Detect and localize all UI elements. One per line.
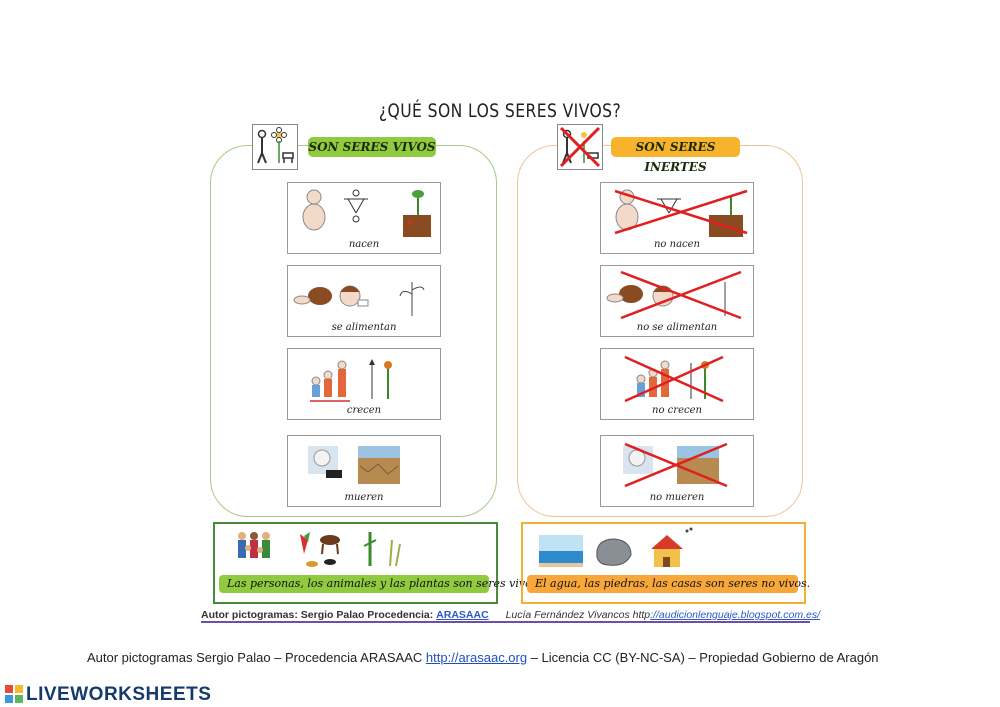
card-crecen: crecen: [287, 348, 441, 420]
red-cross-icon: [614, 189, 748, 235]
arasaac-url-link[interactable]: http://arasaac.org: [425, 650, 528, 665]
people-animals-plants-pictogram: [238, 532, 401, 567]
birth-pictogram: [302, 189, 431, 237]
license-footer: Autor pictogramas Sergio Palao – Procede…: [87, 650, 879, 665]
living-examples-caption: Las personas, los animales y las plantas…: [219, 575, 541, 593]
author-label: Autor pictogramas: Sergio Palao Proceden…: [201, 609, 434, 621]
card-label: crecen: [346, 405, 382, 416]
brand-name: LIVEWORKSHEETS: [26, 684, 212, 705]
feeding-pictogram: [293, 282, 425, 316]
card-no-nacen: no nacen: [600, 182, 754, 254]
inert-beings-icon: [557, 124, 603, 170]
card-no-crecen: no crecen: [600, 348, 754, 420]
card-nacen: nacen: [287, 182, 441, 254]
card-label: se alimentan: [331, 322, 397, 333]
death-pictogram: [308, 446, 400, 484]
card-no-mueren: no mueren: [600, 435, 754, 507]
arasaac-link[interactable]: ARASAAC: [436, 609, 489, 621]
card-label: no crecen: [652, 405, 702, 416]
card-label: nacen: [348, 239, 380, 250]
card-se-alimentan: se alimentan: [287, 265, 441, 337]
card-label: no nacen: [653, 239, 700, 250]
living-beings-icon: [252, 124, 298, 170]
card-mueren: mueren: [287, 435, 441, 507]
growth-pictogram: [310, 359, 392, 402]
inert-beings-header: SON SERES INERTES: [611, 137, 740, 174]
card-no-se-alimentan: no se alimentan: [600, 265, 754, 337]
red-cross-icon: [624, 355, 724, 403]
page-title: ¿QUÉ SON LOS SERES VIVOS?: [378, 100, 622, 122]
footer-text-before: Autor pictogramas Sergio Palao – Procede…: [87, 650, 423, 665]
living-beings-header: SON SERES VIVOS: [308, 137, 436, 157]
card-label: no se alimentan: [636, 322, 718, 333]
red-cross-icon: [624, 442, 728, 488]
liveworksheets-logo-icon: [5, 685, 23, 703]
pictogram-credits: Autor pictogramas: Sergio Palao Proceden…: [201, 609, 820, 621]
author-person: Lucía Fernández Vivancos http: [505, 609, 651, 621]
liveworksheets-brand[interactable]: LIVEWORKSHEETS: [5, 684, 211, 706]
inert-examples-caption: El agua, las piedras, las casas son sere…: [527, 575, 810, 593]
card-label: no mueren: [649, 492, 705, 503]
footer-text-after: – Licencia CC (BY-NC-SA) – Propiedad Gob…: [530, 650, 879, 665]
credits-divider: [201, 621, 810, 623]
card-label: mueren: [344, 492, 384, 503]
blog-link[interactable]: ://audicionlenguaje.blogspot.com.es/: [650, 609, 821, 621]
red-cross-icon: [620, 270, 742, 320]
water-stone-house-pictogram: [539, 527, 693, 567]
living-examples-box: [213, 522, 498, 604]
inert-examples-box: [521, 522, 806, 604]
